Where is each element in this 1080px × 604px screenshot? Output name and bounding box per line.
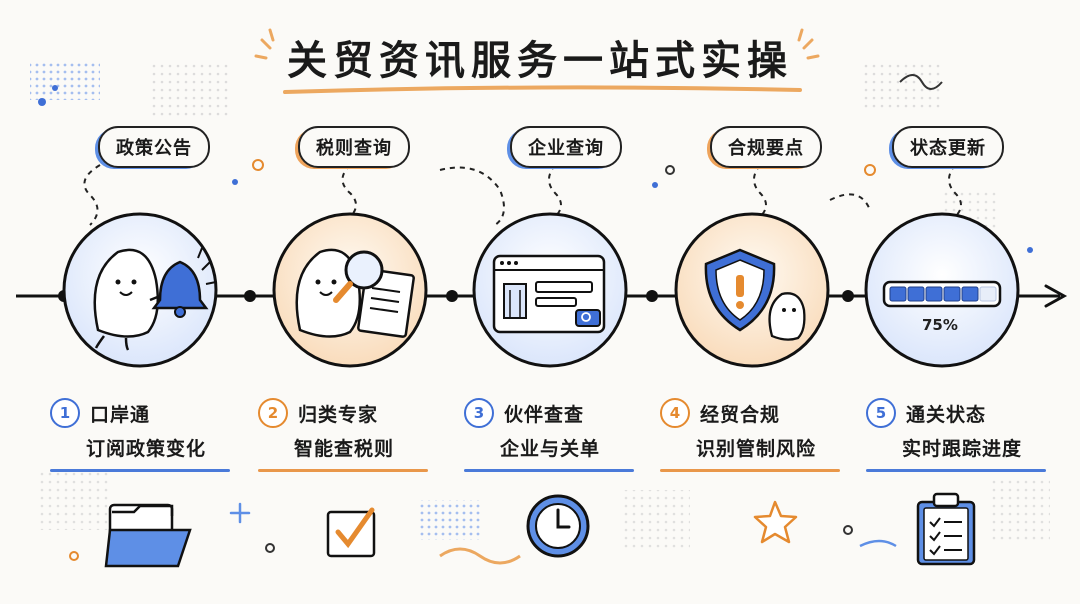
- progress-segment-filled: [943, 286, 961, 302]
- stage-4-illustration: [674, 212, 830, 368]
- step-number: 3: [464, 398, 494, 428]
- sparkle-cross: [229, 502, 251, 524]
- step-number: 1: [50, 398, 80, 428]
- stage-2-illustration: [272, 212, 428, 368]
- progress-segment-filled: [961, 286, 979, 302]
- folder-icon: [104, 503, 192, 568]
- dot-texture: [150, 60, 230, 120]
- dot-texture-blue: [420, 500, 480, 540]
- wave-decor: [859, 539, 897, 548]
- step-title: 口岸通: [90, 403, 151, 426]
- decor-blue-dots: [38, 85, 1033, 253]
- step-desc: 实时跟踪进度: [902, 438, 1023, 460]
- tag-status: 状态更新: [892, 126, 1004, 168]
- step-underline: [258, 469, 428, 472]
- clipboard-checklist-icon: [916, 492, 976, 566]
- step-4: 4 经贸合规 识别管制风险: [660, 398, 850, 472]
- tag-enterprise: 企业查询: [510, 126, 622, 168]
- step-3: 3 伙伴查查 企业与关单: [464, 398, 654, 472]
- step-title: 归类专家: [298, 403, 379, 426]
- step-5: 5 通关状态 实时跟踪进度: [866, 398, 1056, 472]
- star-icon: [753, 500, 798, 544]
- title-spark-right: [797, 28, 820, 60]
- connectors: [83, 164, 962, 226]
- dot-texture-blue: [30, 60, 100, 100]
- step-underline: [660, 469, 840, 472]
- dot-texture: [40, 470, 110, 530]
- step-underline: [464, 469, 634, 472]
- stage-3-illustration: [472, 212, 628, 368]
- step-title: 通关状态: [906, 403, 987, 426]
- step-title: 伙伴查查: [504, 403, 585, 426]
- step-desc: 智能查税则: [294, 438, 395, 460]
- step-desc: 订阅政策变化: [86, 438, 207, 460]
- timeline-arrow: [1044, 284, 1068, 308]
- clock-icon: [526, 494, 590, 558]
- progress-label: 75%: [922, 316, 958, 334]
- step-2: 2 归类专家 智能查税则: [258, 398, 448, 472]
- tag-tariff: 税则查询: [298, 126, 410, 168]
- title-spark-left: [254, 28, 275, 60]
- step-underline: [866, 469, 1046, 472]
- progress-segment-filled: [889, 286, 907, 302]
- stage-1-illustration: [62, 212, 218, 368]
- progress-bar-icon: [889, 286, 997, 302]
- step-desc: 企业与关单: [500, 438, 601, 460]
- checkbox-icon: [326, 507, 376, 558]
- progress-segment-empty: [979, 286, 997, 302]
- step-desc: 识别管制风险: [696, 438, 817, 460]
- dot-texture: [860, 60, 940, 110]
- title-underline: [283, 85, 802, 94]
- decor-circles: [69, 159, 876, 561]
- dot-texture: [620, 490, 690, 550]
- step-1: 1 口岸通 订阅政策变化: [50, 398, 240, 472]
- progress-segment-filled: [907, 286, 925, 302]
- step-number: 4: [660, 398, 690, 428]
- tag-policy: 政策公告: [98, 126, 210, 168]
- dot-texture: [990, 480, 1050, 540]
- wave-decor: [439, 547, 521, 565]
- squiggle: [899, 74, 943, 90]
- progress-segment-filled: [925, 286, 943, 302]
- stage-5-illustration: [864, 212, 1020, 368]
- tag-compliance: 合规要点: [710, 126, 822, 168]
- step-title: 经贸合规: [700, 403, 781, 426]
- page-title: 关贸资讯服务一站式实操: [287, 38, 793, 84]
- step-underline: [50, 469, 230, 472]
- step-number: 5: [866, 398, 896, 428]
- step-number: 2: [258, 398, 288, 428]
